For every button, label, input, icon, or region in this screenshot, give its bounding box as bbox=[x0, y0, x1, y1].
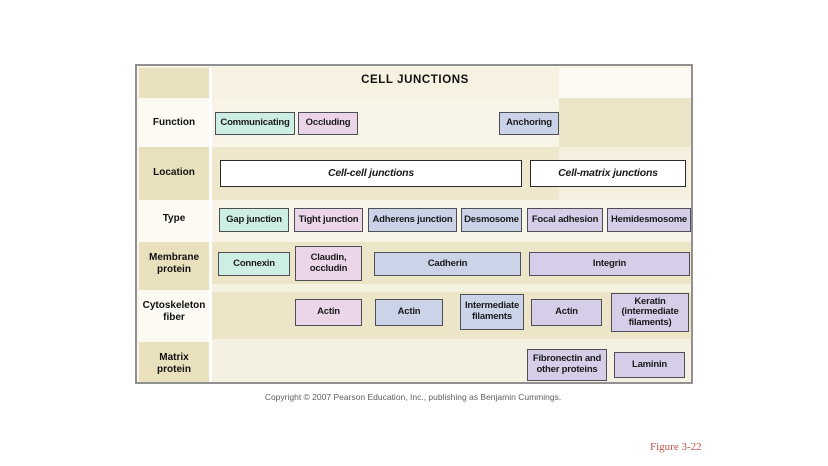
content-row-band bbox=[212, 339, 691, 382]
node-cell-cell-junctions: Cell-cell junctions bbox=[220, 160, 522, 187]
label-column-band bbox=[139, 290, 209, 342]
node-anchoring: Anchoring bbox=[499, 112, 559, 135]
label-column-band bbox=[139, 147, 209, 200]
label-column-band bbox=[139, 68, 209, 98]
node-tight-junction: Tight junction bbox=[294, 208, 363, 232]
node-keratin: Keratin (intermediate filaments) bbox=[611, 293, 689, 332]
node-fibronectin: Fibronectin and other proteins bbox=[527, 349, 607, 381]
diagram-title: CELL JUNCTIONS bbox=[361, 74, 469, 86]
node-occluding: Occluding bbox=[298, 112, 358, 135]
node-integrin: Integrin bbox=[529, 252, 690, 276]
figure-number: Figure 3-22 bbox=[650, 441, 702, 453]
node-communicating: Communicating bbox=[215, 112, 295, 135]
node-desmosome: Desmosome bbox=[461, 208, 522, 232]
label-column-band bbox=[139, 98, 209, 147]
node-actin-adherens: Actin bbox=[375, 299, 443, 326]
content-row-band bbox=[212, 284, 691, 292]
content-row-band bbox=[559, 98, 691, 147]
row-label-type: Type bbox=[162, 213, 186, 224]
node-laminin: Laminin bbox=[614, 352, 685, 378]
node-connexin: Connexin bbox=[218, 252, 290, 276]
row-label-cytoskeleton: Cytoskeleton fiber bbox=[142, 300, 206, 323]
node-focal-adhesion: Focal adhesion bbox=[527, 208, 603, 232]
label-column-band bbox=[139, 200, 209, 242]
cell-junctions-diagram: CELL JUNCTIONS Function Location Type Me… bbox=[135, 64, 693, 384]
node-cell-matrix-junctions: Cell-matrix junctions bbox=[530, 160, 686, 187]
node-cadherin: Cadherin bbox=[374, 252, 521, 276]
node-gap-junction: Gap junction bbox=[219, 208, 289, 232]
content-row-band bbox=[559, 68, 691, 98]
node-hemidesmosome: Hemidesmosome bbox=[607, 208, 691, 232]
label-column-band bbox=[139, 242, 209, 290]
node-claudin-occludin: Claudin, occludin bbox=[295, 246, 362, 281]
row-label-function: Function bbox=[152, 117, 196, 128]
row-label-membrane: Membrane protein bbox=[148, 252, 199, 275]
row-label-matrix: Matrix protein bbox=[157, 352, 191, 375]
label-column-band bbox=[139, 342, 209, 382]
node-actin-tight: Actin bbox=[295, 299, 362, 326]
column-gutter bbox=[209, 68, 212, 382]
copyright-text: Copyright © 2007 Pearson Education, Inc.… bbox=[264, 392, 562, 402]
content-row-band bbox=[212, 68, 559, 98]
node-adherens-junction: Adherens junction bbox=[368, 208, 457, 232]
row-label-location: Location bbox=[153, 167, 195, 178]
node-actin-focal: Actin bbox=[531, 299, 602, 326]
node-intermediate-filaments: Intermediate filaments bbox=[460, 294, 524, 330]
